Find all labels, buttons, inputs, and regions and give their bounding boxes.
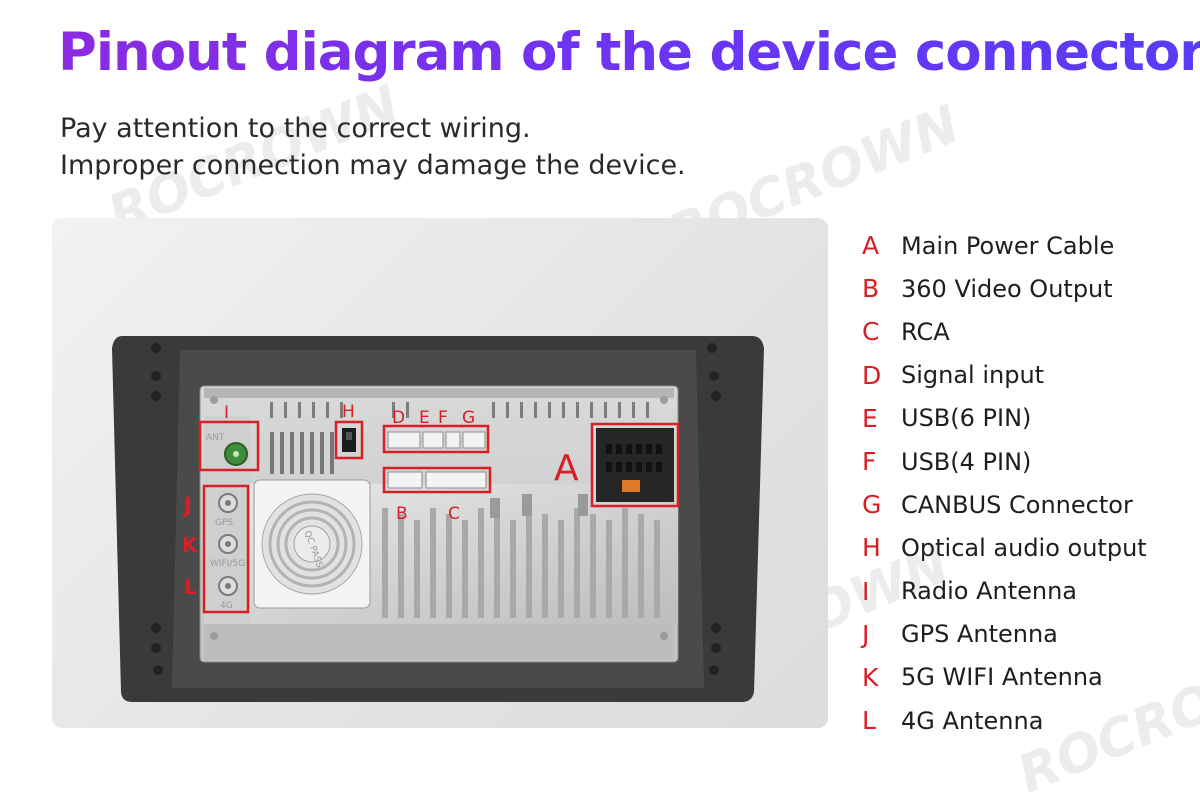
legend-label: GPS Antenna — [901, 620, 1058, 648]
legend-key: K — [862, 663, 901, 692]
legend-key: I — [862, 577, 901, 606]
legend-label: RCA — [901, 318, 950, 346]
page-title: Pinout diagram of the device connector — [58, 22, 1200, 83]
legend-label: Main Power Cable — [901, 232, 1114, 260]
legend-label: 360 Video Output — [901, 275, 1113, 303]
device-illustration: QC PASS ANT GPS WIFI/5G 4G — [52, 218, 828, 728]
wifi-etched-label: WIFI/5G — [210, 559, 245, 569]
legend-label: USB(6 PIN) — [901, 404, 1031, 432]
lte-etched-label: 4G — [220, 601, 233, 611]
legend-key: G — [862, 490, 901, 519]
legend-key: A — [862, 231, 901, 260]
legend-key: B — [862, 274, 901, 303]
marker-g: G — [462, 408, 475, 428]
legend-key: H — [862, 533, 901, 562]
video-rca-connectors — [388, 472, 486, 488]
marker-b: B — [396, 504, 408, 524]
marker-c: C — [448, 504, 460, 524]
gps-etched-label: GPS — [215, 518, 233, 528]
legend-key: J — [862, 620, 901, 649]
legend-key: E — [862, 404, 901, 433]
legend-key: F — [862, 447, 901, 476]
legend-label: Optical audio output — [901, 534, 1147, 562]
marker-j: J — [182, 493, 191, 517]
marker-f: F — [438, 408, 448, 428]
marker-i: I — [224, 403, 229, 423]
legend-label: Radio Antenna — [901, 577, 1077, 605]
marker-k: K — [182, 533, 199, 557]
legend-label: USB(4 PIN) — [901, 448, 1031, 476]
subtitle-line-2: Improper connection may damage the devic… — [60, 150, 686, 181]
marker-a: A — [554, 448, 579, 489]
signal-connectors — [388, 432, 485, 448]
legend-label: 5G WIFI Antenna — [901, 663, 1103, 691]
marker-h: H — [342, 402, 355, 422]
marker-e: E — [419, 408, 430, 428]
legend-key: D — [862, 361, 901, 390]
lte-antenna-port — [219, 577, 237, 595]
marker-d: D — [392, 408, 405, 428]
legend-key: L — [862, 706, 901, 735]
subtitle-line-1: Pay attention to the correct wiring. — [60, 113, 531, 144]
wifi-antenna-port — [219, 535, 237, 553]
legend-label: Signal input — [901, 361, 1044, 389]
gps-antenna-port — [219, 494, 237, 512]
legend-label: CANBUS Connector — [901, 491, 1133, 519]
legend-key: C — [862, 317, 901, 346]
legend-label: 4G Antenna — [901, 707, 1043, 735]
marker-l: L — [184, 575, 197, 599]
ant-etched-label: ANT — [206, 433, 225, 443]
device-rear-photo: QC PASS ANT GPS WIFI/5G 4G — [52, 218, 828, 728]
